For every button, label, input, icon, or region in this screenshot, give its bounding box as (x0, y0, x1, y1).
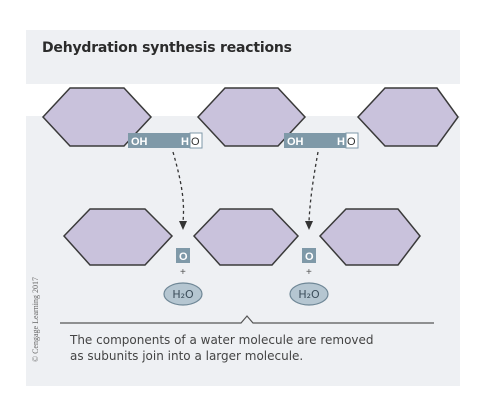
oxygen-cell-1 (189, 132, 203, 149)
reaction-arrowhead-1 (179, 221, 187, 230)
water-label-2: H₂O (298, 288, 320, 301)
polymer-hexagon-2 (192, 208, 300, 266)
bridge-oxygen-label-1: O (179, 251, 188, 263)
hydroxyl-label-1: OH (131, 136, 148, 148)
polymer-hexagon-1 (62, 208, 174, 266)
oxygen-label-1: O (191, 136, 200, 148)
water-molecule-2 (289, 282, 329, 306)
bridge-oxygen-box-2 (302, 248, 316, 263)
caption-line-2: as subunits join into a larger molecule. (70, 349, 304, 363)
polymer-hexagon-3 (318, 208, 421, 266)
caption-bracket (60, 315, 434, 324)
reaction-arrowhead-2 (305, 221, 313, 230)
hydrogen-label-2: H (337, 136, 345, 148)
diagram-title: Dehydration synthesis reactions (42, 40, 292, 56)
hydroxyl-label-2: OH (287, 136, 304, 148)
hydrogen-label-1: H (181, 136, 189, 148)
hydrogen-box-1 (158, 133, 198, 148)
hydrogen-box-2 (314, 133, 354, 148)
water-label-1: H₂O (172, 288, 194, 301)
reaction-arrow-1 (172, 151, 185, 223)
monomer-hexagon-3 (356, 87, 459, 147)
hydroxyl-group-box-2 (284, 133, 314, 148)
oxygen-cell-2 (345, 132, 359, 149)
reaction-arrow-2 (308, 151, 319, 223)
monomer-hexagon-2 (196, 87, 307, 147)
monomer-hexagon-1 (41, 87, 153, 147)
caption: The components of a water molecule are r… (70, 332, 430, 364)
water-molecule-1 (163, 282, 203, 306)
copyright-notice: © Cengage Learning 2017 (31, 277, 40, 362)
bridge-oxygen-label-2: O (305, 251, 314, 263)
caption-line-1: The components of a water molecule are r… (70, 333, 374, 347)
hydroxyl-group-box-1 (128, 133, 158, 148)
bridge-oxygen-box-1 (176, 248, 190, 263)
plus-sign-2: + (306, 267, 312, 278)
plus-sign-1: + (180, 267, 186, 278)
oxygen-label-2: O (347, 136, 356, 148)
